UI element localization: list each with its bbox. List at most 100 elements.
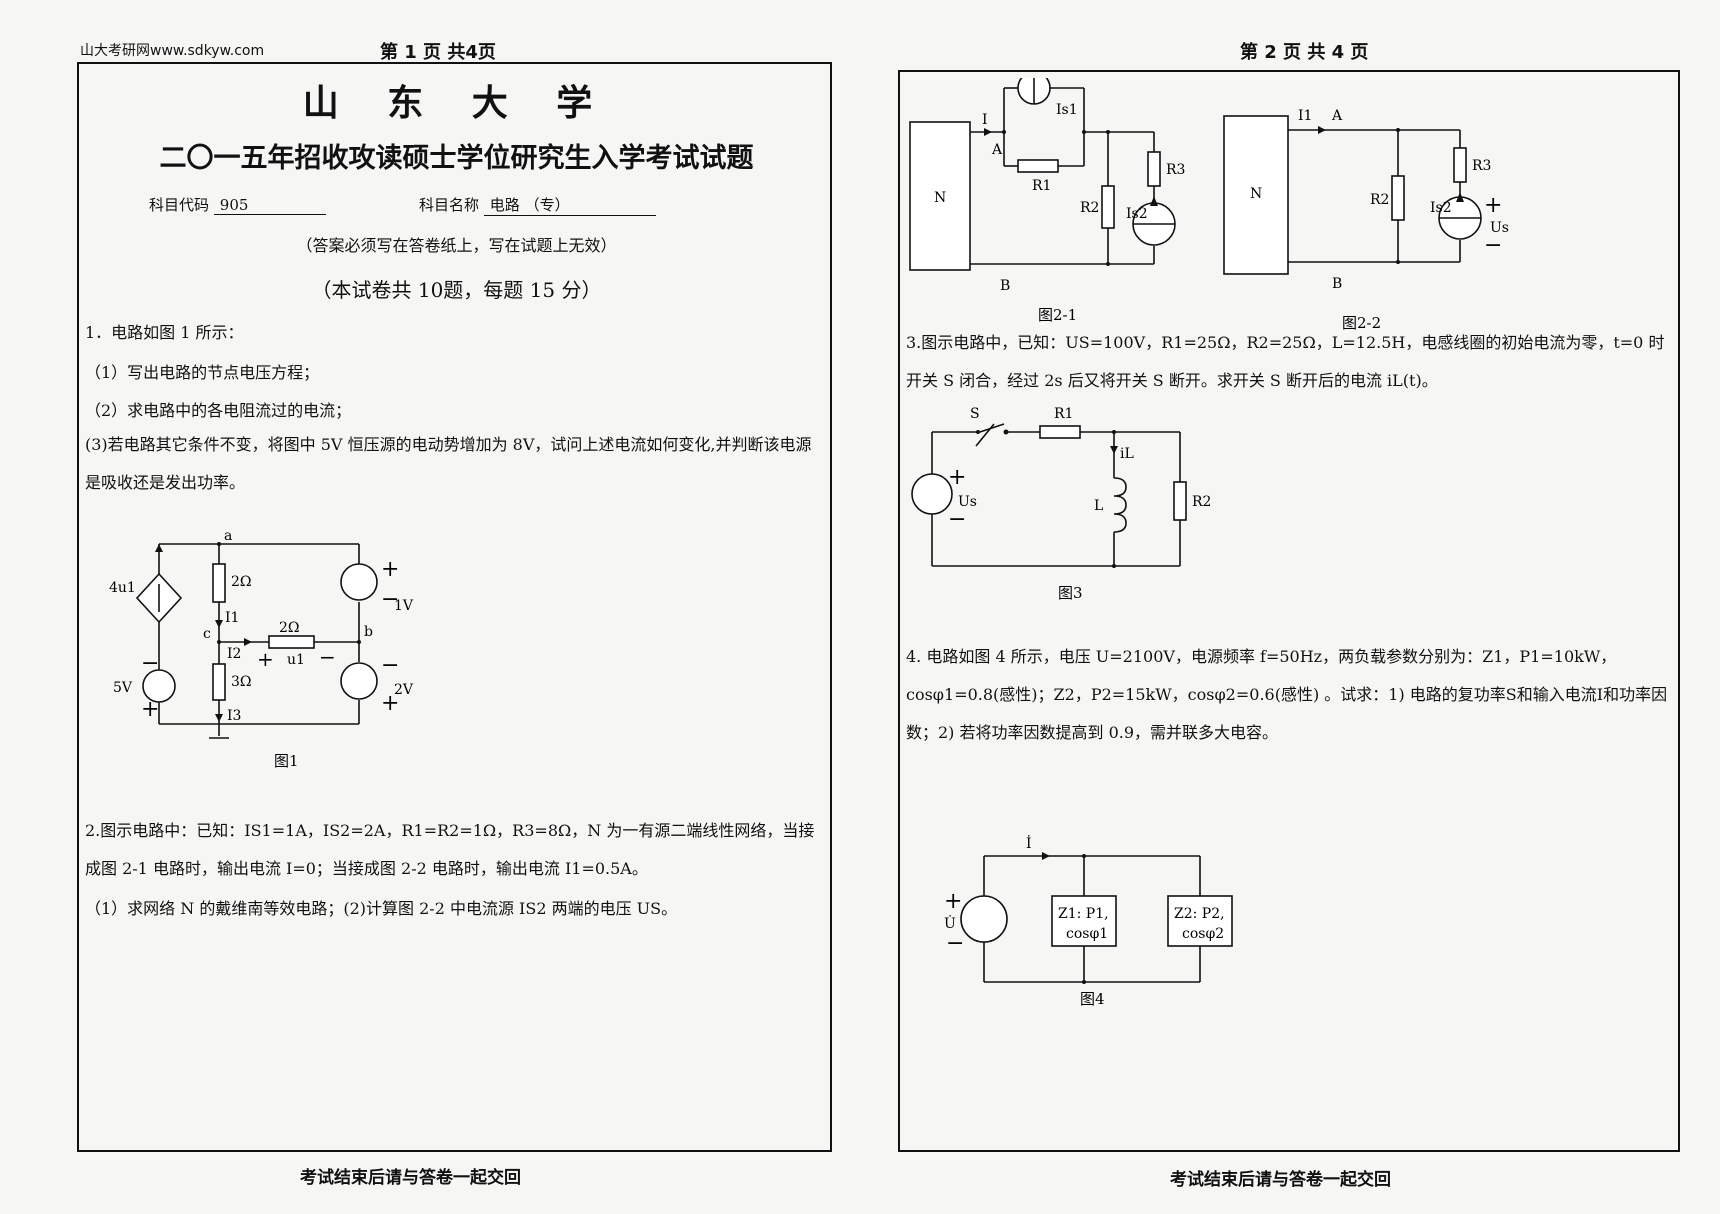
answer-note: （答案必须写在答卷纸上，写在试题上无效） [296,236,617,255]
network-n-box [1223,115,1289,275]
page-frame: 山 东 大 学 二〇一五年招收攻读硕士学位研究生入学考试试题 科目代码 905 … [77,62,832,1152]
u1-minus: − [319,645,336,669]
resistor-r3 [1453,147,1467,183]
src5v-minus: − [141,651,159,676]
fig22-n-label: N [1250,186,1262,202]
figure-3-circuit: S R1 iL L R2 Us + − 图3 [911,406,1210,602]
r-c-bottom-label: 3Ω [231,674,252,690]
fig22-a-label: A [1331,108,1343,124]
fig3-s-label: S [970,406,980,422]
fig4-z1-line1: Z1: P1, [1058,906,1109,922]
src2v-plus: + [381,691,399,716]
fig22-r3-label: R3 [1472,158,1491,174]
subject-name-value: 电路 （专） [483,194,656,216]
node-b-label: b [364,624,373,640]
resistor-r3 [1147,151,1161,187]
fig3-us-label: Us [958,494,977,510]
resistor-r1 [1017,159,1059,173]
switch-s [979,423,1005,433]
fig4-z2-line2: cosφ2 [1182,926,1224,942]
fig21-is2-label: Is2 [1126,206,1148,222]
q1-part2: （2）求电路中的各电阻流过的电流； [85,401,352,420]
voltage-source-u [960,895,1008,943]
u1-label: u1 [287,652,305,668]
q1-part3: (3)若电路其它条件不变，将图中 5V 恒压源的电动势增加为 8V，试问上述电流… [85,435,812,492]
fig22-us-minus: − [1484,233,1502,258]
i2-label: I2 [227,646,241,662]
figure-2-1-caption: 图2-1 [1038,306,1077,324]
src1v-minus: − [381,587,399,612]
voltage-source-2v [340,662,378,700]
figure-4-circuit: İ U̇ + − Z1: P1, cosφ1 Z2: P2, cosφ2 图4 [944,834,1233,1008]
fig22-is2-label: Is2 [1430,200,1452,216]
voltage-source-1v [340,563,378,601]
fig22-i1-label: I1 [1298,108,1312,124]
src-1v-label: 1V [394,598,414,614]
r-cb-label: 2Ω [279,620,300,636]
src-5v-label: 5V [113,680,133,696]
fig22-r2-label: R2 [1370,192,1389,208]
page-footer: 考试结束后请与答卷一起交回 [300,1168,521,1188]
page-number: 第 1 页 共4页 [380,42,496,63]
figure-4-caption: 图4 [1080,990,1105,1008]
arrow-i2 [244,638,252,646]
watermark: 山大考研网www.sdkyw.com [80,43,265,59]
fig21-n-label: N [934,190,946,206]
page-number: 第 2 页 共 4 页 [1240,42,1369,63]
page-frame: N I A B Is1 R1 R2 R3 Is2 图2-1 [898,70,1680,1152]
fig21-i-label: I [982,112,988,128]
fig21-r1-label: R1 [1032,178,1051,194]
question-count: （本试卷共 10题，每题 15 分） [311,278,602,302]
exam-page-1: 山大考研网www.sdkyw.com 第 1 页 共4页 山 东 大 学 二〇一… [77,42,832,1188]
exam-title: 二〇一五年招收攻读硕士学位研究生入学考试试题 [159,143,754,174]
fig21-b-label: B [1000,278,1010,294]
resistor-r2 [1173,481,1187,521]
figure-2-2-caption: 图2-2 [1342,314,1381,332]
subject-name: 科目名称 电路 （专） [419,194,656,216]
resistor-2ohm-cb [268,635,315,649]
fig3-r2-label: R2 [1192,494,1210,510]
fig3-us-minus: − [948,507,966,532]
fig21-r3-label: R3 [1166,162,1185,178]
subject-name-label: 科目名称 [419,196,480,214]
dep-source-label: 4u1 [109,580,136,596]
fig21-r2-label: R2 [1080,200,1099,216]
voltage-source-us [911,473,953,515]
fig4-u-label: U̇ [944,914,956,932]
resistor-2ohm-ac [212,563,226,603]
q3-text: 3.图示电路中，已知：US=100V，R1=25Ω，R2=25Ω，L=12.5H… [906,333,1665,390]
fig4-z2-line1: Z2: P2, [1174,906,1225,922]
figure-1-circuit: 4u1 2Ω 2Ω 3Ω 5V 1V 2V a b c I1 I2 I3 u1 … [109,528,414,770]
resistor-3ohm [212,663,226,701]
load-z1-box [1051,895,1117,947]
figure-2-2-circuit: N I1 A B R2 R3 Is2 Us + − 图2-2 [1223,108,1509,332]
arrow-dep [155,544,163,552]
fig3-r1-label: R1 [1054,406,1073,422]
fig4-u-minus: − [946,931,964,956]
fig21-a-label: A [991,142,1003,158]
src-2v-label: 2V [394,682,414,698]
voltage-source-5v [142,669,176,703]
network-n-box [909,121,971,271]
q4-text: 4. 电路如图 4 所示，电压 U=2100V，电源频率 f=50Hz，两负载参… [906,647,1668,742]
src2v-minus: − [381,653,399,678]
subject-code-label: 科目代码 [149,196,210,214]
university-name: 山 东 大 学 [302,82,611,124]
page-footer: 考试结束后请与答卷一起交回 [1170,1170,1391,1190]
fig21-is1-label: Is1 [1056,102,1078,118]
arrow-i1 [215,620,223,628]
resistor-r2 [1101,185,1115,229]
arrow-i3 [215,714,223,722]
src1v-plus: + [381,557,399,582]
figure-2-1-circuit: N I A B Is1 R1 R2 R3 Is2 图2-1 [909,78,1185,324]
figure-3-caption: 图3 [1058,584,1083,602]
i1-label: I1 [225,610,239,626]
resistor-r2 [1391,175,1405,221]
src5v-plus: + [141,697,159,722]
q2-text: 2.图示电路中：已知：IS1=1A，IS2=2A，R1=R2=1Ω，R3=8Ω，… [85,821,815,878]
subject-code: 科目代码 905 [149,194,326,215]
subject-code-value: 905 [213,196,326,215]
fig4-z1-line2: cosφ1 [1066,926,1108,942]
node-a-label: a [224,528,232,544]
fig3-us-plus: + [948,465,966,490]
